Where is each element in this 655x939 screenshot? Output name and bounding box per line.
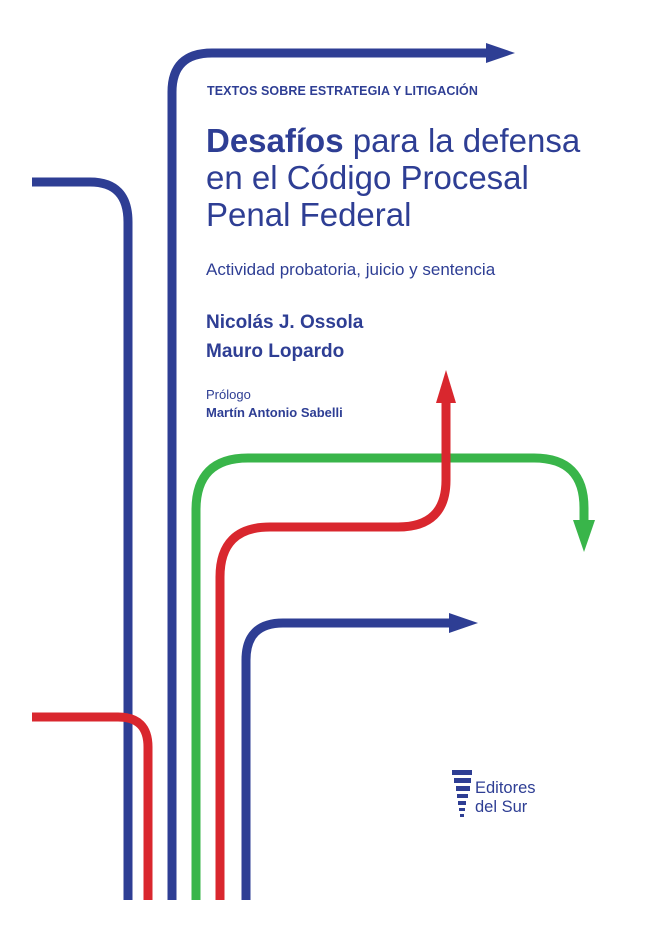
prologue-author: Martín Antonio Sabelli bbox=[206, 405, 343, 420]
title-line1-rest: para la defensa bbox=[343, 122, 581, 159]
green-line bbox=[191, 453, 589, 900]
authors: Nicolás J. Ossola Mauro Lopardo bbox=[206, 308, 363, 366]
title-emphasis: Desafíos bbox=[206, 122, 344, 159]
blue-line-inner bbox=[241, 618, 452, 900]
title-line2: en el Código Procesal bbox=[206, 159, 529, 196]
south-america-stripes-logo-icon bbox=[452, 770, 472, 817]
title-line3: Penal Federal bbox=[206, 196, 412, 233]
publisher-name: Editores del Sur bbox=[475, 779, 536, 817]
series-label: TEXTOS SOBRE ESTRATEGIA Y LITIGACIÓN bbox=[207, 84, 478, 98]
blue-line-left bbox=[32, 177, 133, 900]
author-name: Mauro Lopardo bbox=[206, 341, 345, 362]
blue-arrowhead-top bbox=[486, 43, 515, 63]
red-line-left bbox=[32, 712, 153, 900]
publisher-line2: del Sur bbox=[475, 798, 528, 816]
author-name: Nicolás J. Ossola bbox=[206, 312, 364, 333]
book-title: Desafíos para la defensa en el Código Pr… bbox=[206, 122, 646, 233]
green-arrowhead bbox=[573, 520, 595, 552]
red-line-center bbox=[215, 400, 451, 900]
publisher-line1: Editores bbox=[475, 779, 536, 797]
subtitle: Actividad probatoria, juicio y sentencia bbox=[206, 260, 496, 279]
blue-arrowhead-inner bbox=[449, 613, 478, 633]
prologue-label: Prólogo bbox=[206, 387, 251, 402]
red-arrowhead bbox=[436, 370, 456, 403]
blue-line-top bbox=[167, 48, 488, 900]
